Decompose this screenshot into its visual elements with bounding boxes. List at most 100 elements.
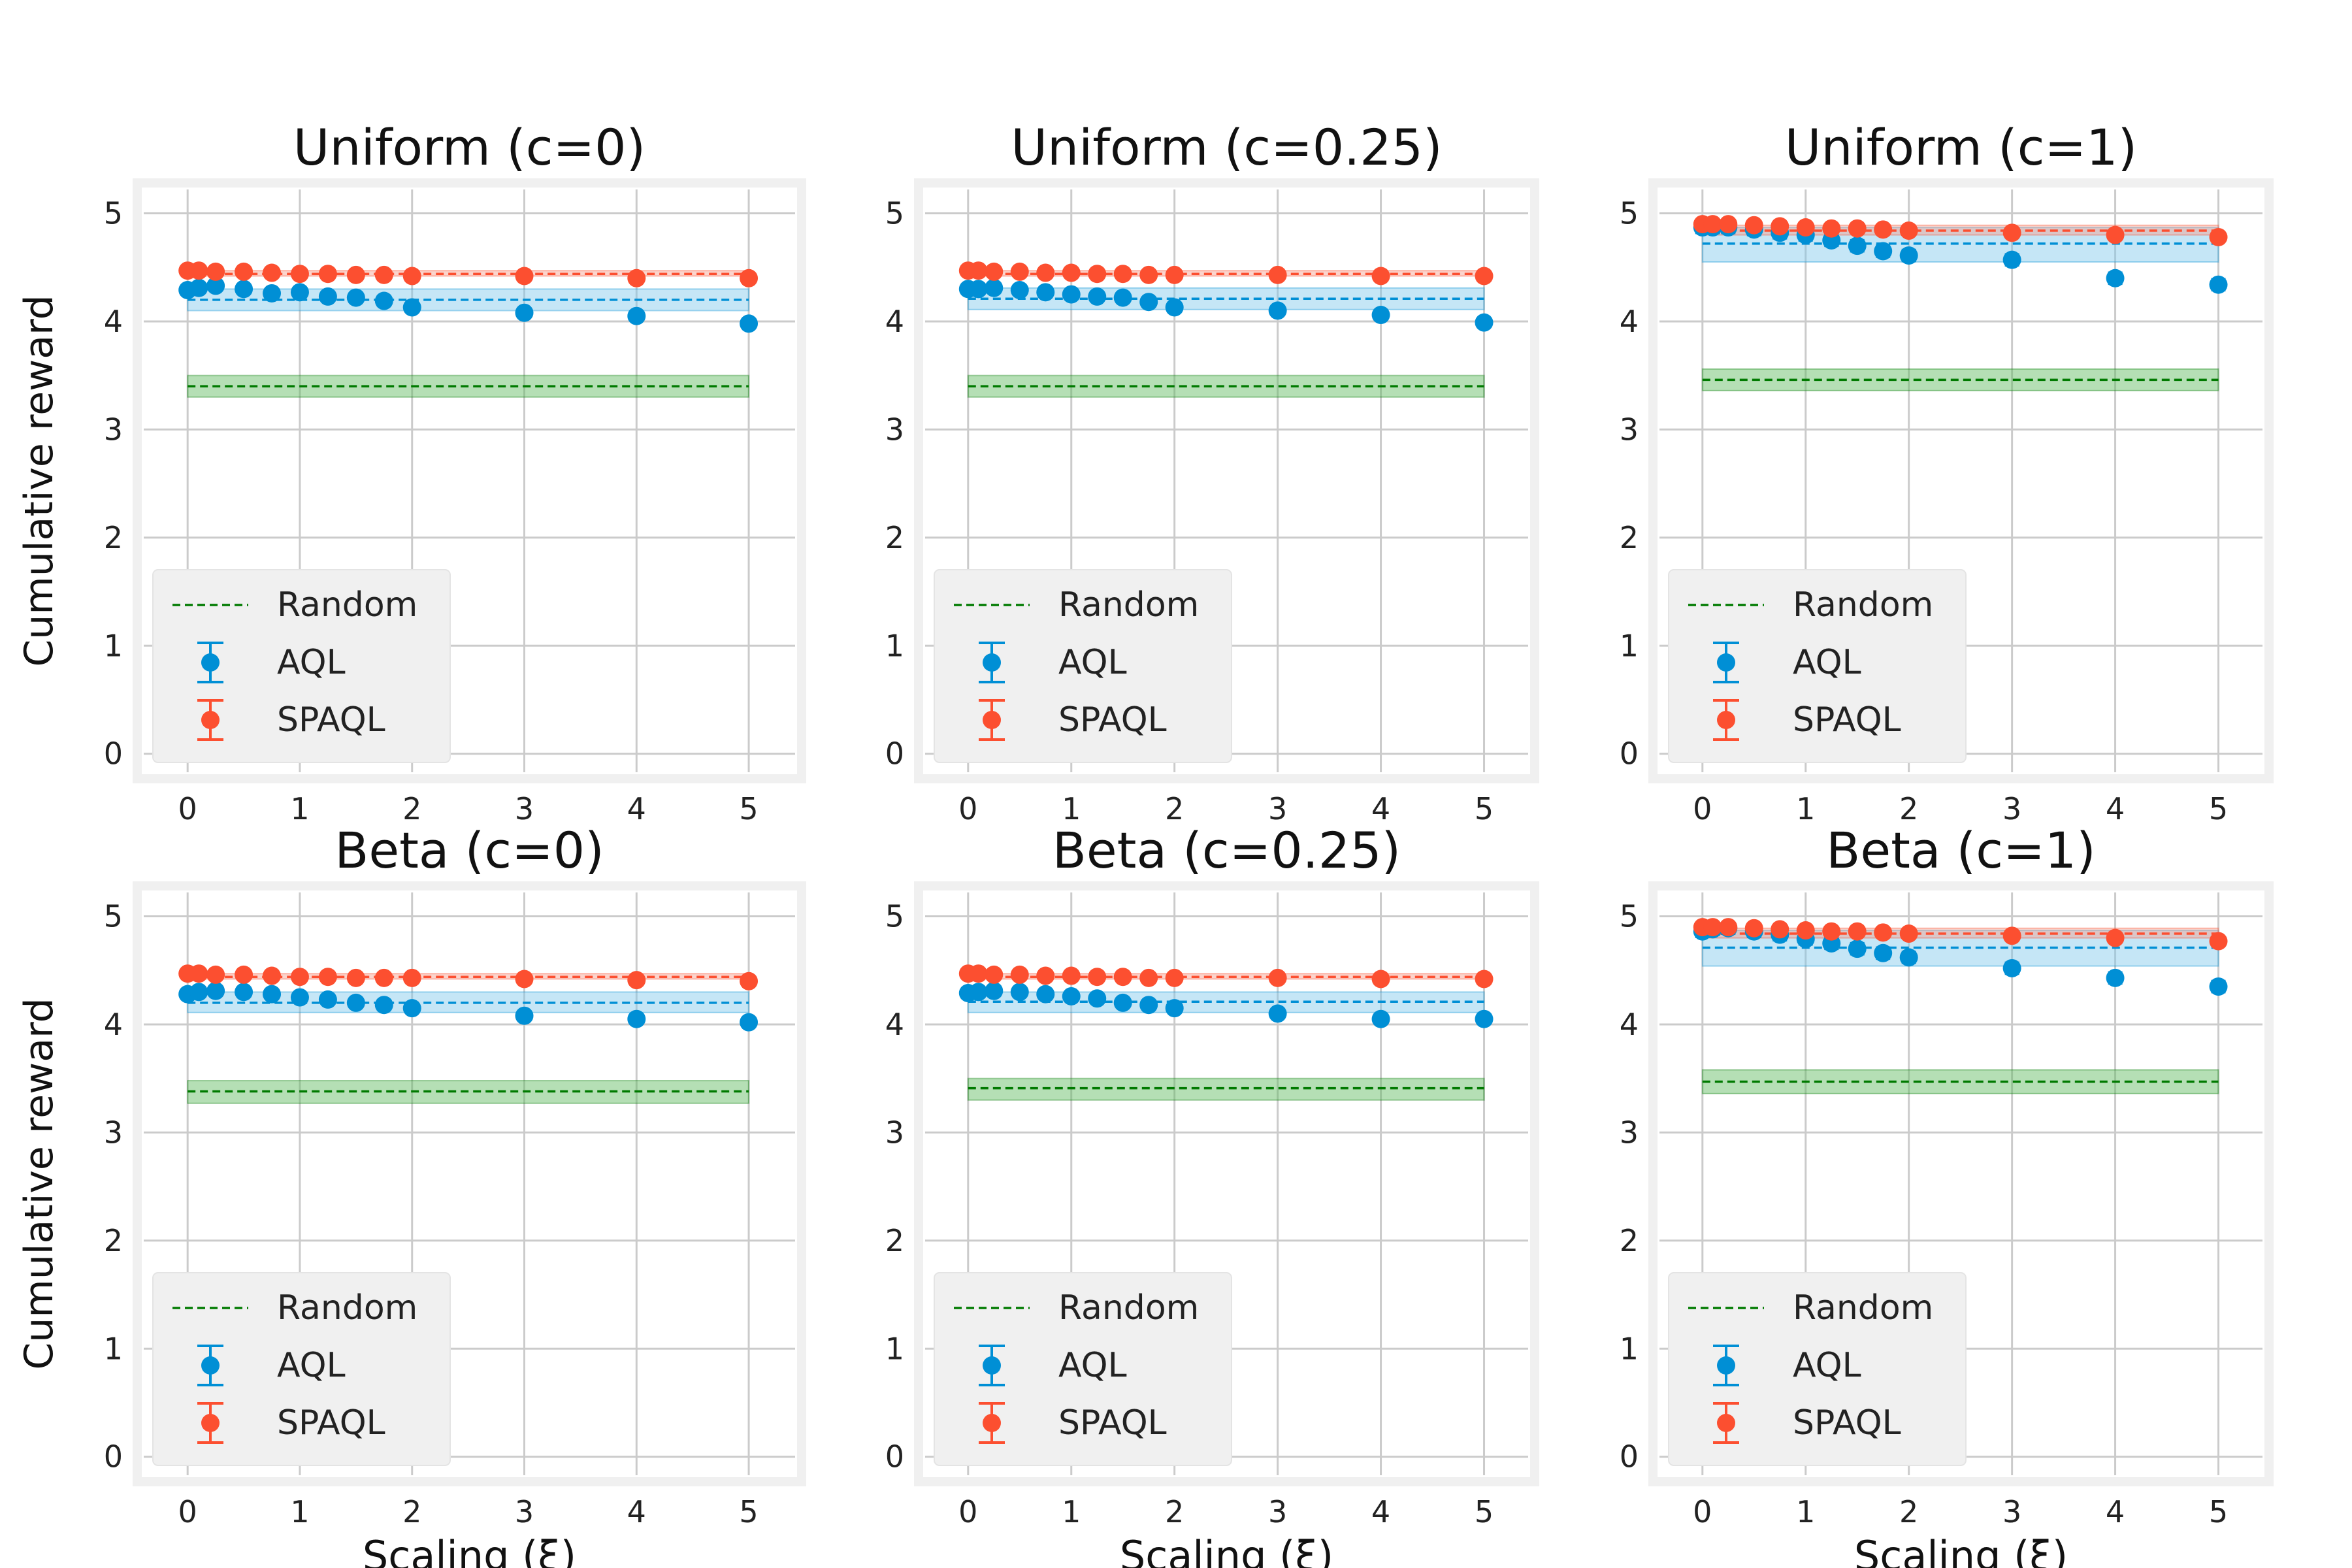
- data-point-spaql: [1062, 966, 1081, 985]
- data-point-spaql: [985, 262, 1004, 281]
- data-point-aql: [1062, 987, 1081, 1005]
- band-random: [967, 1077, 1485, 1101]
- data-point-spaql: [318, 265, 337, 284]
- data-point-aql: [374, 996, 393, 1015]
- data-point-aql: [1848, 237, 1867, 255]
- data-point-spaql: [1010, 262, 1029, 281]
- y-tick-label: 1: [885, 628, 904, 663]
- data-point-aql: [402, 999, 421, 1018]
- y-tick-label: 2: [1620, 1223, 1639, 1258]
- data-point-aql: [1268, 1004, 1287, 1023]
- legend-label: SPAQL: [1793, 700, 1901, 740]
- x-tick-label: 5: [1475, 791, 1494, 826]
- data-point-spaql: [1139, 968, 1158, 987]
- data-point-aql: [1113, 993, 1132, 1012]
- data-point-spaql: [1822, 922, 1841, 941]
- data-point-spaql: [235, 965, 253, 984]
- x-tick-label: 5: [739, 1494, 758, 1529]
- legend-label: AQL: [277, 643, 346, 682]
- data-point-spaql: [206, 262, 225, 281]
- data-point-aql: [985, 278, 1004, 297]
- y-tick-label: 4: [104, 304, 123, 339]
- data-point-aql: [206, 981, 225, 1000]
- legend-label: Random: [1793, 585, 1933, 625]
- panel-title: Beta (c=1): [1826, 821, 2096, 879]
- data-point-spaql: [515, 267, 534, 286]
- y-tick-label: 4: [1620, 1007, 1639, 1042]
- data-point-spaql: [1165, 265, 1184, 284]
- data-point-spaql: [1703, 215, 1722, 234]
- data-point-spaql: [1899, 221, 1918, 240]
- panel-title: Beta (c=0): [335, 821, 604, 879]
- data-point-aql: [2209, 977, 2228, 996]
- legend-label: SPAQL: [1058, 700, 1167, 740]
- x-axis-label: Scaling (ξ): [1854, 1532, 2068, 1568]
- data-point-spaql: [1062, 263, 1081, 282]
- data-point-spaql: [1744, 919, 1763, 938]
- legend-label: Random: [277, 1288, 417, 1328]
- legend-label: SPAQL: [1793, 1403, 1901, 1443]
- data-point-aql: [189, 983, 208, 1002]
- data-point-aql: [1088, 989, 1107, 1008]
- data-point-spaql: [374, 265, 393, 284]
- legend-label: AQL: [1793, 1346, 1861, 1385]
- data-point-spaql: [1475, 970, 1494, 988]
- data-point-aql: [740, 1013, 759, 1032]
- data-point-spaql: [2002, 926, 2021, 945]
- y-tick-label: 0: [1620, 736, 1639, 772]
- data-point-spaql: [346, 265, 365, 284]
- data-point-aql: [235, 280, 253, 299]
- y-tick-label: 3: [1620, 1115, 1639, 1150]
- data-point-spaql: [1088, 265, 1107, 284]
- data-point-spaql: [1371, 267, 1390, 286]
- x-tick-label: 5: [2209, 1494, 2228, 1529]
- data-point-aql: [627, 306, 646, 325]
- legend-box: [934, 569, 1232, 763]
- data-point-spaql: [1848, 219, 1867, 238]
- data-point-spaql: [1796, 218, 1815, 237]
- data-point-spaql: [969, 964, 988, 983]
- y-tick-label: 4: [104, 1007, 123, 1042]
- legend-marker-aql: [201, 653, 220, 672]
- data-point-aql: [346, 993, 365, 1012]
- y-tick-label: 5: [885, 899, 904, 934]
- data-point-spaql: [290, 265, 309, 284]
- legend-marker-spaql: [983, 711, 1001, 729]
- y-tick-label: 3: [104, 412, 123, 447]
- y-tick-label: 0: [1620, 1439, 1639, 1475]
- y-tick-label: 5: [1620, 196, 1639, 231]
- data-point-aql: [1371, 306, 1390, 325]
- data-point-aql: [374, 291, 393, 310]
- data-point-spaql: [290, 968, 309, 987]
- data-point-spaql: [1010, 965, 1029, 984]
- data-point-spaql: [969, 261, 988, 280]
- data-point-spaql: [1113, 265, 1132, 284]
- x-tick-label: 4: [2106, 791, 2125, 826]
- data-point-spaql: [1139, 265, 1158, 284]
- band-aql: [967, 991, 1485, 1013]
- data-point-aql: [290, 988, 309, 1007]
- data-point-aql: [1036, 985, 1055, 1004]
- y-tick-label: 5: [104, 899, 123, 934]
- y-tick-label: 2: [1620, 520, 1639, 555]
- y-tick-label: 4: [1620, 304, 1639, 339]
- data-point-spaql: [206, 965, 225, 984]
- x-tick-label: 2: [402, 1494, 421, 1529]
- legend-box: [1668, 1272, 1967, 1466]
- x-tick-label: 2: [1899, 1494, 1918, 1529]
- x-tick-label: 0: [958, 1494, 977, 1529]
- x-tick-label: 3: [1268, 1494, 1287, 1529]
- data-point-aql: [1088, 287, 1107, 306]
- data-point-spaql: [1796, 921, 1815, 940]
- data-point-spaql: [374, 968, 393, 987]
- y-axis-label: Cumulative reward: [16, 295, 62, 666]
- y-tick-label: 0: [885, 736, 904, 772]
- panel-title: Beta (c=0.25): [1053, 821, 1401, 879]
- data-point-spaql: [985, 965, 1004, 984]
